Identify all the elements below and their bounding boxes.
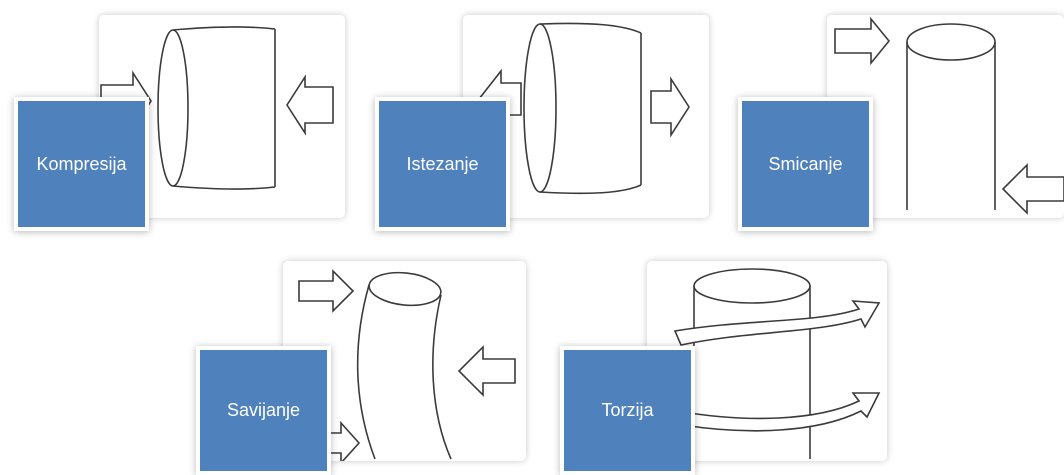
shear-label-text: Smicanje	[768, 153, 843, 174]
cylinder-tension-diagram	[477, 22, 690, 195]
cylinder-bending-diagram	[298, 269, 516, 461]
shear-label: Smicanje	[742, 101, 869, 227]
cylinder-torsion-diagram	[673, 268, 881, 459]
torsion-label: Torzija	[564, 350, 691, 471]
bending-label-text: Savijanje	[226, 400, 301, 420]
bending-label: Savijanje	[200, 350, 327, 471]
torsion-label-text: Torzija	[601, 400, 654, 420]
tension-label: Istezanje	[379, 101, 506, 227]
cylinder-shear-diagram	[834, 16, 1064, 215]
compression-label-text: Kompresija	[36, 153, 127, 174]
tension-label-text: Istezanje	[406, 153, 479, 174]
compression-label: Kompresija	[18, 101, 145, 227]
